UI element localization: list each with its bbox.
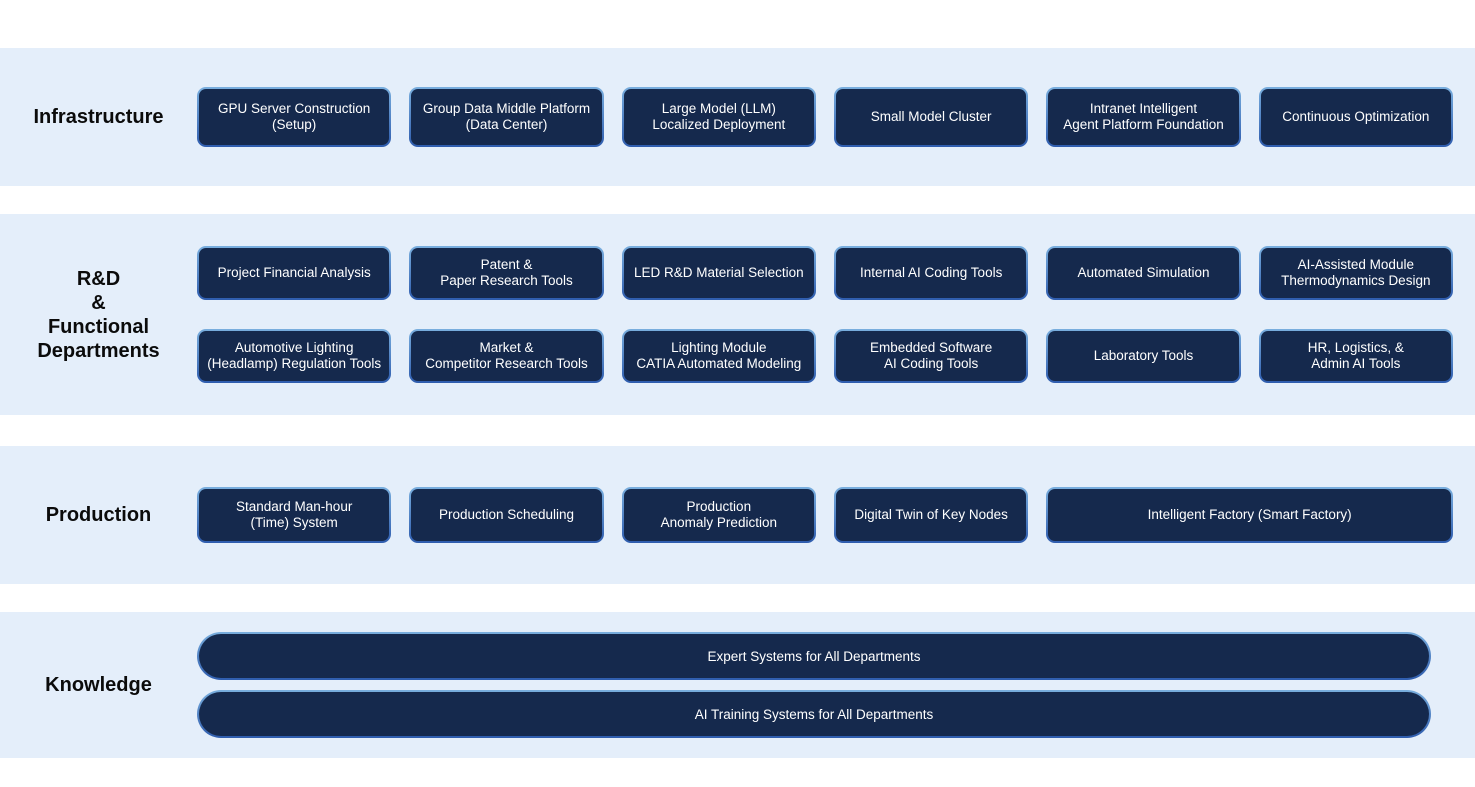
block-small-model-cluster: Small Model Cluster xyxy=(834,87,1028,147)
block-laboratory-tools: Laboratory Tools xyxy=(1046,329,1240,383)
block-project-financial-analysis: Project Financial Analysis xyxy=(197,246,391,300)
block-ai-training-systems-all-departments: AI Training Systems for All Departments xyxy=(197,690,1431,738)
block-automotive-lighting-regulation-tools: Automotive Lighting (Headlamp) Regulatio… xyxy=(197,329,391,383)
band-rd-functional-departments: R&D & Functional Departments Project Fin… xyxy=(0,214,1475,415)
block-ai-assisted-module-thermodynamics-design: AI-Assisted Module Thermodynamics Design xyxy=(1259,246,1453,300)
block-digital-twin-of-key-nodes: Digital Twin of Key Nodes xyxy=(834,487,1028,543)
block-lighting-module-catia-automated-modeling: Lighting Module CATIA Automated Modeling xyxy=(622,329,816,383)
block-automated-simulation: Automated Simulation xyxy=(1046,246,1240,300)
band-production: Production Standard Man-hour (Time) Syst… xyxy=(0,446,1475,584)
band-knowledge: Knowledge Expert Systems for All Departm… xyxy=(0,612,1475,758)
block-production-anomaly-prediction: Production Anomaly Prediction xyxy=(622,487,816,543)
band-rd-content: Project Financial Analysis Patent & Pape… xyxy=(197,214,1453,415)
block-internal-ai-coding-tools: Internal AI Coding Tools xyxy=(834,246,1028,300)
band-label-production: Production xyxy=(45,504,152,526)
band-knowledge-content: Expert Systems for All Departments AI Tr… xyxy=(197,612,1453,758)
block-gpu-server-construction: GPU Server Construction (Setup) xyxy=(197,87,391,147)
block-expert-systems-all-departments: Expert Systems for All Departments xyxy=(197,632,1431,680)
block-led-rd-material-selection: LED R&D Material Selection xyxy=(622,246,816,300)
band-infrastructure-content: GPU Server Construction (Setup) Group Da… xyxy=(197,48,1453,186)
band-label-knowledge: Knowledge xyxy=(45,674,152,696)
block-patent-paper-research-tools: Patent & Paper Research Tools xyxy=(409,246,603,300)
block-production-scheduling: Production Scheduling xyxy=(409,487,603,543)
block-continuous-optimization: Continuous Optimization xyxy=(1259,87,1453,147)
band-infrastructure: Infrastructure GPU Server Construction (… xyxy=(0,48,1475,186)
band-production-content: Standard Man-hour (Time) System Producti… xyxy=(197,446,1453,584)
block-intranet-agent-platform: Intranet Intelligent Agent Platform Foun… xyxy=(1046,87,1240,147)
band-label-rd-functional-departments: R&D & Functional Departments xyxy=(37,267,160,362)
block-embedded-software-ai-coding-tools: Embedded Software AI Coding Tools xyxy=(834,329,1028,383)
block-group-data-middle-platform: Group Data Middle Platform (Data Center) xyxy=(409,87,603,147)
block-intelligent-factory: Intelligent Factory (Smart Factory) xyxy=(1046,487,1453,543)
block-market-competitor-research-tools: Market & Competitor Research Tools xyxy=(409,329,603,383)
band-label-infrastructure: Infrastructure xyxy=(33,106,164,128)
block-llm-localized-deployment: Large Model (LLM) Localized Deployment xyxy=(622,87,816,147)
block-standard-man-hour-system: Standard Man-hour (Time) System xyxy=(197,487,391,543)
block-hr-logistics-admin-ai-tools: HR, Logistics, & Admin AI Tools xyxy=(1259,329,1453,383)
